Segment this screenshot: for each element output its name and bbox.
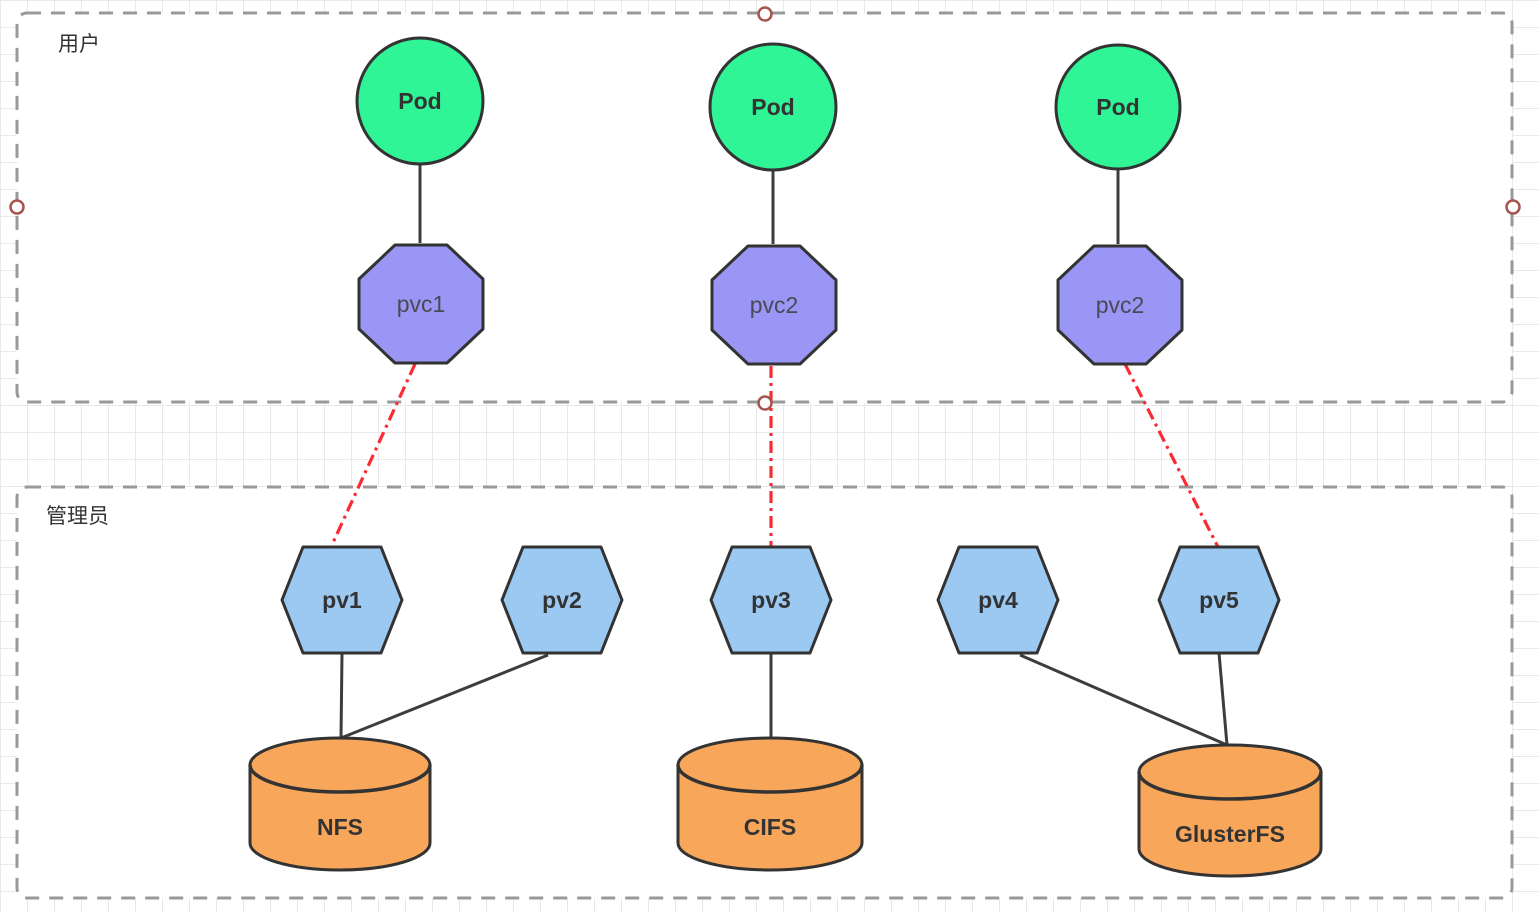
- glusterfs-shape[interactable]: [1137, 743, 1323, 878]
- glusterfs-label: GlusterFS: [1175, 821, 1285, 847]
- edge-pv5-glusterfs[interactable]: [1217, 652, 1229, 746]
- cifs-label: CIFS: [744, 814, 796, 840]
- admin-group-label: 管理员: [46, 505, 109, 528]
- storage-node-cifs[interactable]: CIFS: [676, 736, 864, 872]
- handle-top-icon[interactable]: [757, 6, 773, 22]
- pod-3-shape[interactable]: [1054, 43, 1182, 171]
- pv-4-shape[interactable]: [936, 545, 1060, 655]
- glusterfs-rim: [1137, 771, 1323, 801]
- pvc-3-label: pvc2: [1096, 292, 1145, 318]
- pod-2-shape[interactable]: [708, 42, 838, 172]
- storage-node-glusterfs[interactable]: GlusterFS: [1137, 743, 1323, 878]
- pod-1-label: Pod: [398, 88, 441, 114]
- pv-3-label: pv3: [751, 587, 791, 613]
- pv-node-5[interactable]: pv5: [1157, 545, 1281, 655]
- pv-node-4[interactable]: pv4: [936, 545, 1060, 655]
- pv-2-shape[interactable]: [500, 545, 624, 655]
- cifs-shape[interactable]: [676, 736, 864, 872]
- edge-pv2-nfs[interactable]: [340, 653, 549, 740]
- pvc-1-shape[interactable]: [357, 243, 485, 365]
- pv-2-label: pv2: [542, 587, 582, 613]
- handle-bottom-icon[interactable]: [757, 395, 773, 411]
- handle-right-icon[interactable]: [1505, 199, 1521, 215]
- pod-node-2[interactable]: Pod: [708, 42, 838, 172]
- pv-5-label: pv5: [1199, 587, 1239, 613]
- pvc-node-1[interactable]: pvc1: [357, 243, 485, 365]
- handle-left-icon[interactable]: [9, 199, 25, 215]
- user-group-label: 用户: [58, 33, 100, 56]
- claim-link-pvc3-pv5[interactable]: [1123, 363, 1220, 548]
- pvc-1-label: pvc1: [397, 291, 446, 317]
- pv-node-3[interactable]: pv3: [709, 545, 833, 655]
- claim-link-pvc1-pv1[interactable]: [329, 363, 417, 548]
- cifs-rim: [676, 764, 864, 794]
- storage-node-nfs[interactable]: NFS: [248, 736, 432, 872]
- pod-1-shape[interactable]: [355, 36, 485, 166]
- nfs-shape[interactable]: [248, 736, 432, 872]
- pv-1-label: pv1: [322, 587, 362, 613]
- pod-3-label: Pod: [1096, 94, 1139, 120]
- pod-2-label: Pod: [751, 94, 794, 120]
- pod-node-1[interactable]: Pod: [355, 36, 485, 166]
- pvc-2-label: pvc2: [750, 292, 799, 318]
- pv-node-1[interactable]: pv1: [280, 545, 404, 655]
- pv-4-label: pv4: [978, 587, 1018, 613]
- edge-pv4-glusterfs[interactable]: [1019, 653, 1228, 747]
- nfs-label: NFS: [317, 814, 363, 840]
- edge-pv1-nfs[interactable]: [339, 652, 344, 739]
- pv-3-shape[interactable]: [709, 545, 833, 655]
- pvc-node-2[interactable]: pvc2: [710, 244, 838, 366]
- nfs-rim: [248, 764, 432, 794]
- pv-1-shape[interactable]: [280, 545, 404, 655]
- pod-node-3[interactable]: Pod: [1054, 43, 1182, 171]
- pvc-3-shape[interactable]: [1056, 244, 1184, 366]
- pvc-node-3[interactable]: pvc2: [1056, 244, 1184, 366]
- pv-node-2[interactable]: pv2: [500, 545, 624, 655]
- pvc-2-shape[interactable]: [710, 244, 838, 366]
- pv-5-shape[interactable]: [1157, 545, 1281, 655]
